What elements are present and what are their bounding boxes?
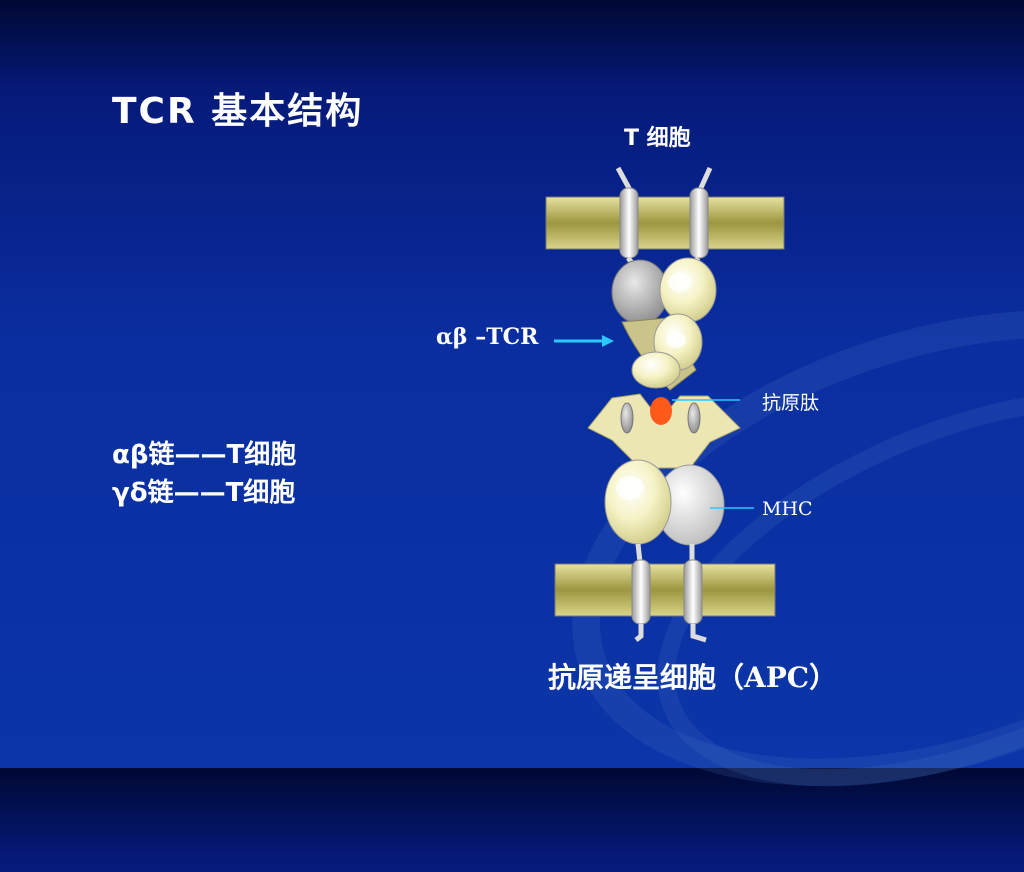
chain-types: αβ链——T细胞 γδ链——T细胞 — [112, 436, 296, 512]
tcr-label: αβ –TCR — [436, 324, 539, 350]
tcr-variable-lower — [631, 351, 681, 389]
chain-gd-line: γδ链——T细胞 — [112, 478, 296, 508]
mhc-label: MHC — [762, 498, 813, 520]
tcr-mhc-diagram — [545, 166, 785, 643]
mhc-alpha3 — [604, 459, 672, 545]
t-cell-label: T 细胞 — [624, 126, 691, 151]
tcr-beta-constant — [659, 257, 717, 323]
chain-ab-line: αβ链——T细胞 — [112, 440, 297, 470]
mhc-alpha2-helix — [687, 402, 701, 434]
t-cell-membrane — [545, 196, 785, 250]
antigen-peptide — [650, 397, 672, 425]
tcr-beta-tube — [689, 187, 709, 259]
mhc-alpha-tube — [631, 559, 651, 625]
mhc-beta-tube — [683, 559, 703, 625]
apc-label: 抗原递呈细胞（APC） — [548, 661, 838, 694]
peptide-label: 抗原肽 — [762, 392, 820, 414]
slide-title: TCR 基本结构 — [112, 91, 364, 132]
tcr-alpha-transmembrane — [615, 166, 713, 192]
apc-membrane — [554, 563, 776, 617]
mhc-alpha1-helix — [620, 402, 634, 434]
tcr-alpha-tube — [619, 187, 639, 259]
tcr-arrow — [554, 335, 614, 347]
